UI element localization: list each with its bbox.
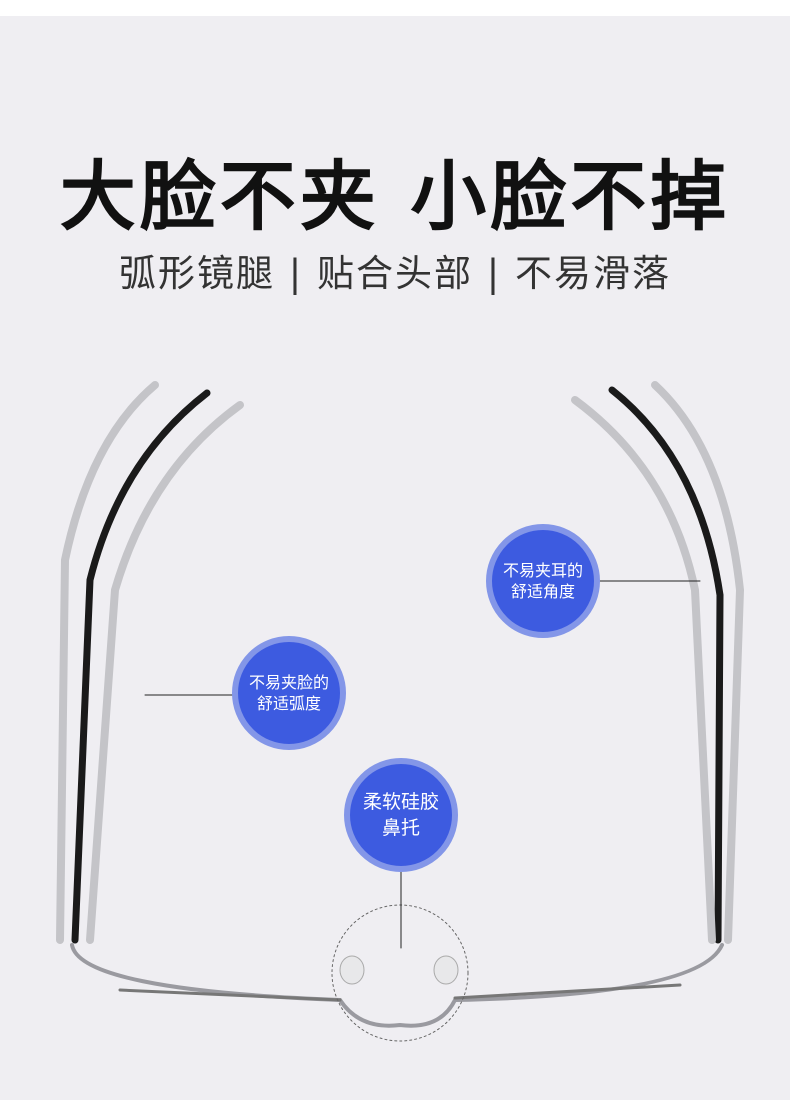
subheadline: 弧形镜腿 | 贴合头部 | 不易滑落 — [119, 252, 671, 295]
front-frame — [70, 943, 724, 1028]
left-temple-black — [71, 389, 211, 944]
callout-ear-angle: 不易夹耳的 舒适角度 — [486, 524, 600, 638]
callout-text: 不易夹耳的 — [502, 561, 583, 580]
callout-face-curve: 不易夹脸的 舒适弧度 — [232, 636, 346, 750]
top-band — [0, 0, 790, 16]
callout-text: 舒适弧度 — [256, 694, 321, 713]
nose-pad-highlight — [331, 904, 469, 1042]
right-temple-black — [608, 386, 724, 944]
frame-rim — [118, 983, 682, 1002]
left-temple-gray-outer — [56, 381, 159, 944]
right-temple-gray-inner — [571, 396, 716, 944]
left-temple-gray-inner — [86, 401, 244, 944]
right-temple-gray-outer — [651, 381, 745, 944]
callout-text: 鼻托 — [381, 817, 420, 839]
callout-text: 不易夹脸的 — [248, 673, 329, 692]
callout-nose-pad: 柔软硅胶 鼻托 — [344, 758, 458, 872]
nose-pad-left — [339, 955, 365, 985]
callout-text: 柔软硅胶 — [362, 791, 439, 813]
headline: 大脸不夹 小脸不掉 — [59, 152, 731, 241]
nose-pad-right — [433, 955, 459, 985]
callout-text: 舒适角度 — [510, 582, 575, 601]
